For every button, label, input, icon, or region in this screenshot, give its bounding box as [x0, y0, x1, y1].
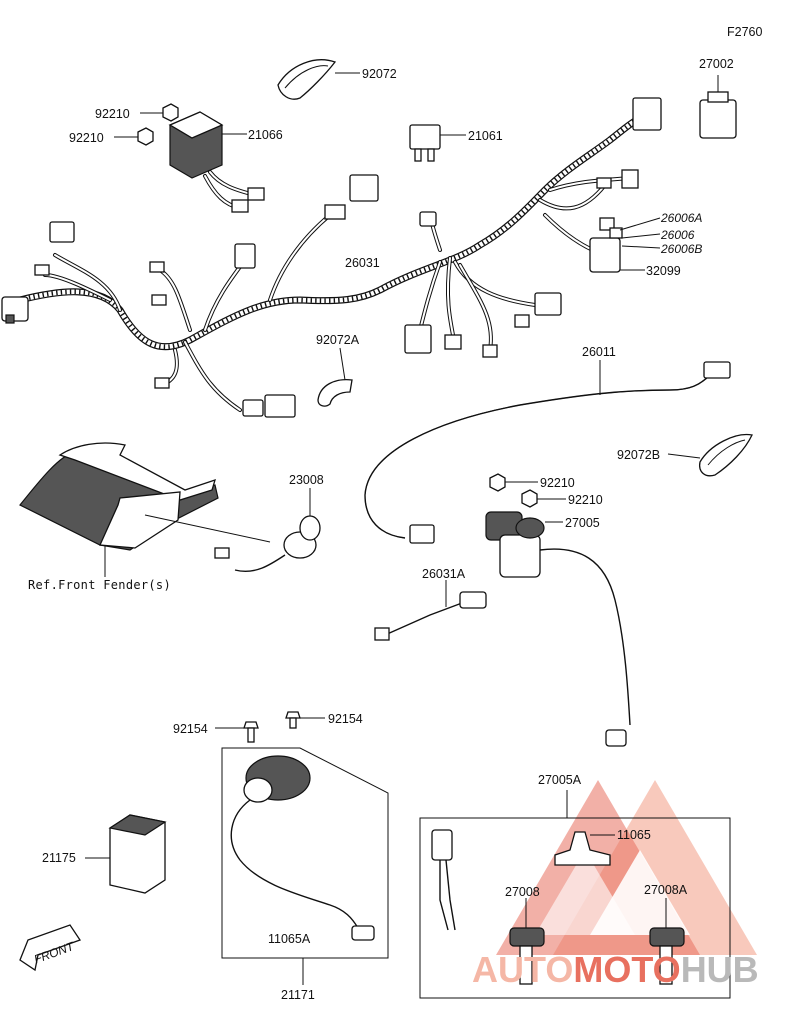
label-92154-b: 92154 [328, 712, 363, 726]
harness-26011 [364, 360, 731, 544]
label-92072b: 92072B [617, 448, 660, 462]
label-92210-c: 92210 [540, 476, 575, 490]
label-27005: 27005 [565, 516, 600, 530]
key-set-27005a [419, 790, 731, 999]
cdi-unit-21175 [85, 814, 167, 894]
label-26006: 26006 [660, 228, 695, 242]
regulator-21066 [168, 111, 265, 213]
watermark-part3: HUB [681, 949, 759, 990]
ignition-switch-27005 [485, 511, 631, 747]
label-26031: 26031 [345, 256, 380, 270]
label-11065a: 11065A [268, 932, 311, 946]
label-92072a: 92072A [316, 333, 360, 347]
ignition-coil-21171 [221, 747, 389, 985]
watermark-logo [496, 780, 757, 955]
label-92072: 92072 [362, 67, 397, 81]
label-26011: 26011 [582, 345, 616, 359]
strap-92072a [317, 347, 353, 407]
label-27002: 27002 [699, 57, 734, 71]
label-92154-a: 92154 [173, 722, 208, 736]
watermark-part1: AUTO [472, 949, 573, 990]
label-23008: 23008 [289, 473, 324, 487]
label-26031a: 26031A [422, 567, 466, 581]
nuts-92210-right [489, 473, 566, 508]
strap-92072b [667, 433, 753, 477]
ignition-switch-23008 [214, 488, 321, 572]
fuse-box [589, 217, 661, 273]
label-27008a: 27008A [644, 883, 688, 897]
watermark-text: AUTOMOTOHUB [472, 949, 759, 990]
label-27008: 27008 [505, 885, 540, 899]
bolts-92154 [215, 711, 325, 743]
label-21066: 21066 [248, 128, 283, 142]
front-arrow-icon [19, 924, 82, 972]
main-wiring-harness [1, 97, 662, 418]
label-32099: 32099 [646, 264, 681, 278]
label-21171: 21171 [281, 988, 315, 1002]
label-92210-d: 92210 [568, 493, 603, 507]
watermark-part2: MOTO [573, 949, 680, 990]
label-27005a: 27005A [538, 773, 582, 787]
lead-26031a [374, 580, 487, 641]
front-fender-reference [19, 442, 271, 577]
relay-21061 [409, 124, 466, 162]
label-92210-b: 92210 [69, 131, 104, 145]
label-21061: 21061 [468, 129, 503, 143]
label-ref-front-fender: Ref.Front Fender(s) [28, 578, 171, 592]
relay-27002 [699, 75, 737, 139]
nuts-92210-top [114, 103, 179, 146]
label-11065: 11065 [617, 828, 651, 842]
figure-code: F2760 [727, 25, 762, 39]
label-92210-a: 92210 [95, 107, 130, 121]
strap-92072 [277, 59, 360, 100]
label-26006a: 26006A [660, 211, 702, 225]
label-26006b: 26006B [660, 242, 702, 256]
label-21175: 21175 [42, 851, 76, 865]
